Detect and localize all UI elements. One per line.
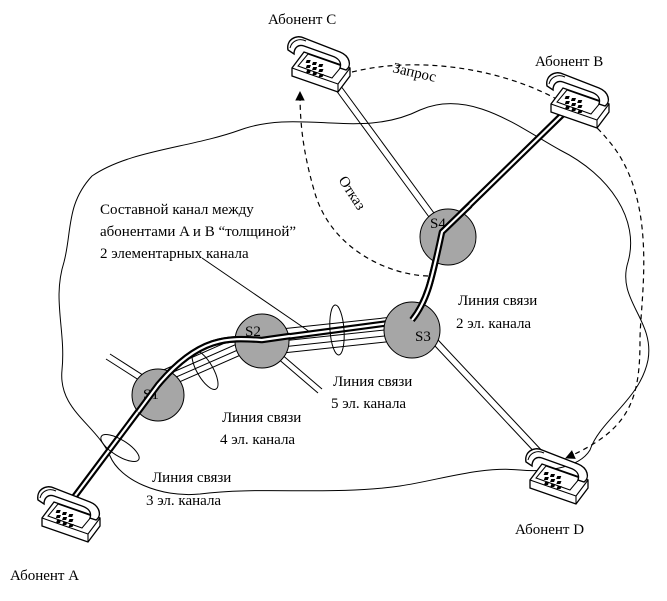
composite-annotation-line2: абонентами A и B “толщиной”	[100, 224, 296, 240]
phone-d-icon	[525, 448, 589, 505]
composite-annotation-line1: Составной канал между	[100, 202, 254, 218]
subscriber-d-label: Абонент D	[515, 522, 584, 538]
link-s3-s4-label-line1: Линия связи	[458, 293, 537, 309]
link-marker-s2-s3	[329, 304, 345, 356]
composite-channel-s3-s4-inner	[411, 204, 471, 321]
subscriber-c-label: Абонент C	[268, 12, 336, 28]
link-marker-a-s1	[100, 434, 140, 462]
switch-s4: S4	[419, 208, 477, 266]
link-s1-s2-label-line1: Линия связи	[222, 410, 301, 426]
link-a-s1-label-line2: 3 эл. канала	[146, 493, 221, 509]
phone-c-icon	[287, 36, 351, 93]
refusal-arrow	[295, 91, 429, 277]
link-s2-s3-label-line1: Линия связи	[333, 374, 412, 390]
switch-s3: S3	[383, 301, 441, 359]
phone-a-icon	[37, 486, 101, 543]
network-boundary	[58, 103, 650, 496]
subscriber-a-label: Абонент A	[10, 568, 79, 584]
switch-s2-label: S2	[245, 324, 261, 340]
request-label: Запрос	[391, 60, 438, 86]
link-s2-s3-label-line2: 5 эл. канала	[331, 396, 406, 412]
annotation-leader	[201, 257, 311, 333]
link-a-s1-label-line1: Линия связи	[152, 470, 231, 486]
link-s3-d	[419, 325, 546, 459]
subscriber-b-label: Абонент B	[535, 54, 603, 70]
refusal-label: Отказ	[335, 173, 369, 213]
link-s1-s2-label-line2: 4 эл. канала	[220, 432, 295, 448]
switch-s3-label: S3	[415, 329, 431, 345]
composite-annotation-line3: 2 элементарных канала	[100, 246, 249, 262]
composite-channel-s1-s2-inner	[137, 334, 291, 413]
request-arrow	[351, 64, 645, 459]
link-s3-s4-label-line2: 2 эл. канала	[456, 316, 531, 332]
link-c-s4	[329, 77, 446, 233]
